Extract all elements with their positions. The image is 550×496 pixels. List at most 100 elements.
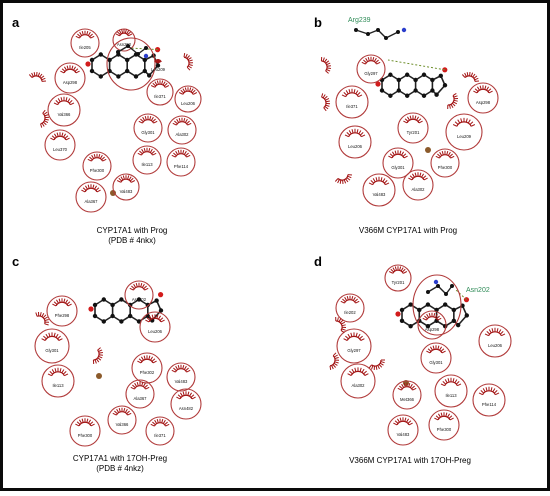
residue-label: Phe114 bbox=[482, 402, 497, 407]
ligand-atom bbox=[128, 314, 132, 318]
asparagine-atom bbox=[144, 46, 148, 50]
caption-a-title: CYP17A1 with Prog bbox=[97, 226, 168, 235]
hydrophobic-spoke bbox=[376, 366, 377, 370]
nitrogen-atom bbox=[434, 280, 438, 284]
hydrophobic-spoke bbox=[99, 353, 103, 354]
residue-label: Leu206 bbox=[148, 329, 163, 334]
ligand-atom bbox=[110, 303, 114, 307]
ligand-atom bbox=[102, 297, 106, 301]
residue-label: Leu209 bbox=[457, 134, 472, 139]
ligand-atom bbox=[99, 74, 103, 78]
residue-label: Gly301 bbox=[429, 360, 443, 365]
residue-label: Leu209 bbox=[151, 67, 166, 72]
residue-label: Ile371 bbox=[154, 433, 166, 438]
residue-label: Phe302 bbox=[140, 370, 155, 375]
nitrogen-atom bbox=[144, 54, 148, 58]
ligand-atom bbox=[408, 324, 412, 328]
residue-label: Ile113 bbox=[52, 383, 64, 388]
asparagine-atom bbox=[444, 292, 448, 296]
residue-label: Asn482 bbox=[179, 406, 194, 411]
ligand-atom bbox=[422, 94, 426, 98]
oxygen-atom bbox=[85, 61, 90, 66]
residue-label: Leu206 bbox=[181, 101, 196, 106]
residue-label: Leu206 bbox=[488, 343, 503, 348]
ligand-atom bbox=[93, 303, 97, 307]
residue-label: Phe300 bbox=[78, 433, 93, 438]
ligand-atom bbox=[452, 319, 456, 323]
ligand-atom bbox=[143, 69, 147, 73]
panel-letter-c: c bbox=[12, 254, 19, 269]
ligand-atom bbox=[417, 308, 421, 312]
heme-iron-atom bbox=[96, 373, 102, 379]
residue-label: Asn202 bbox=[132, 297, 147, 302]
caption-c-pdb: (PDB # 4nkz) bbox=[96, 464, 144, 473]
heme-iron-atom bbox=[425, 147, 431, 153]
ligand-atom bbox=[388, 94, 392, 98]
panel-letter-d: d bbox=[314, 254, 322, 269]
arginine-atom bbox=[366, 32, 370, 36]
oxygen-atom bbox=[88, 306, 93, 311]
residue-label: Ala302 bbox=[411, 187, 425, 192]
arginine-atom bbox=[376, 28, 380, 32]
ligand-atom bbox=[397, 78, 401, 82]
residue-label: Asp298 bbox=[476, 100, 491, 105]
residue-label: Gly297 bbox=[347, 348, 361, 353]
residue-label: Leu206 bbox=[348, 144, 363, 149]
asparagine-atom bbox=[450, 284, 454, 288]
residue-label: Val366 bbox=[58, 112, 71, 117]
hydrophobic-spoke bbox=[340, 180, 341, 184]
residue-label: Asp298 bbox=[63, 80, 78, 85]
ligand-atom bbox=[408, 302, 412, 306]
ligand-atom bbox=[400, 319, 404, 323]
ligand-atom bbox=[400, 308, 404, 312]
arginine-atom bbox=[354, 28, 358, 32]
ligand-atom bbox=[465, 313, 469, 317]
oxygen-atom bbox=[395, 311, 400, 316]
ligand-atom bbox=[125, 58, 129, 62]
ligand-atom bbox=[119, 319, 123, 323]
ligand-atom bbox=[134, 74, 138, 78]
ligand-atom bbox=[99, 52, 103, 56]
ligand-atom bbox=[413, 88, 417, 92]
asparagine-atom bbox=[136, 52, 140, 56]
residue-label: Ala302 bbox=[175, 132, 189, 137]
residue-label: Phe298 bbox=[55, 313, 70, 318]
ligand-atom bbox=[147, 73, 151, 77]
residue-label: Ala302 bbox=[351, 383, 365, 388]
ligand-atom bbox=[413, 78, 417, 82]
residue-label: Gly301 bbox=[45, 348, 59, 353]
residue-label: Ala367 bbox=[84, 199, 98, 204]
ligand-atom bbox=[388, 73, 392, 77]
hydrophobic-spoke bbox=[327, 68, 331, 69]
ligand-atom bbox=[90, 69, 94, 73]
hydrophobic-spoke bbox=[184, 53, 185, 57]
caption-c-title: CYP17A1 with 17OH-Preg bbox=[73, 454, 167, 463]
residue-label: Leu370 bbox=[53, 147, 68, 152]
ligand-atom bbox=[443, 83, 447, 87]
residue-label: Val483 bbox=[373, 192, 386, 197]
residue-label: Phe300 bbox=[90, 168, 105, 173]
ligand-atom bbox=[422, 73, 426, 77]
highlight-label-d: Asn202 bbox=[466, 287, 490, 294]
ligand-atom bbox=[430, 88, 434, 92]
residue-label: Met366 bbox=[400, 397, 415, 402]
residue-label: Gly301 bbox=[141, 130, 155, 135]
caption-d-title: V366M CYP17A1 with 17OH-Preg bbox=[349, 456, 471, 465]
highlight-label-b: Arg239 bbox=[348, 17, 371, 24]
hydrophobic-spoke bbox=[99, 355, 103, 356]
hydrophobic-spoke bbox=[327, 66, 331, 67]
panel-letter-b: b bbox=[314, 15, 322, 30]
ligand-atom bbox=[93, 314, 97, 318]
residue-label: Phe300 bbox=[438, 165, 453, 170]
ligand-atom bbox=[125, 69, 129, 73]
ligand-atom bbox=[456, 323, 460, 327]
residue-label: Asp298 bbox=[425, 327, 440, 332]
ligand-atom bbox=[430, 78, 434, 82]
ligand-atom bbox=[110, 314, 114, 318]
residue-label: Gly297 bbox=[364, 71, 378, 76]
residue-label: Ile113 bbox=[445, 393, 457, 398]
ligand-atom bbox=[426, 302, 430, 306]
residue-label: Ala367 bbox=[133, 396, 147, 401]
residue-label: Ile202 bbox=[344, 310, 356, 315]
